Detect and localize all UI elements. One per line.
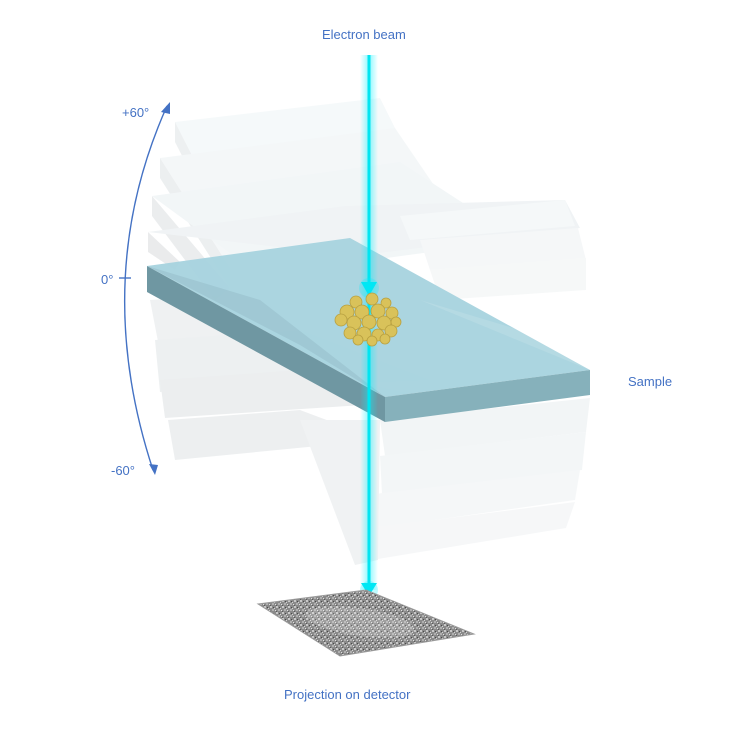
ghost-slabs-upper — [148, 98, 586, 300]
tilt-zero-label: 0° — [101, 272, 114, 287]
tilt-max-label: +60° — [122, 105, 150, 120]
sample-label: Sample — [628, 374, 673, 389]
electron-beam-label: Electron beam — [322, 27, 406, 42]
projection-label: Projection on detector — [284, 687, 411, 702]
tilt-min-label: -60° — [111, 463, 135, 478]
arrow-down-icon — [149, 464, 158, 475]
nanoparticle — [334, 292, 402, 347]
slab-front-side — [385, 370, 590, 422]
arrow-up-icon — [161, 102, 170, 114]
tilt-arc — [119, 105, 168, 471]
detector-projection — [256, 589, 476, 657]
beam-arrow-sample-icon — [361, 282, 377, 296]
slab-left-side — [147, 266, 385, 422]
beam-arrow-detector-icon — [361, 583, 377, 596]
